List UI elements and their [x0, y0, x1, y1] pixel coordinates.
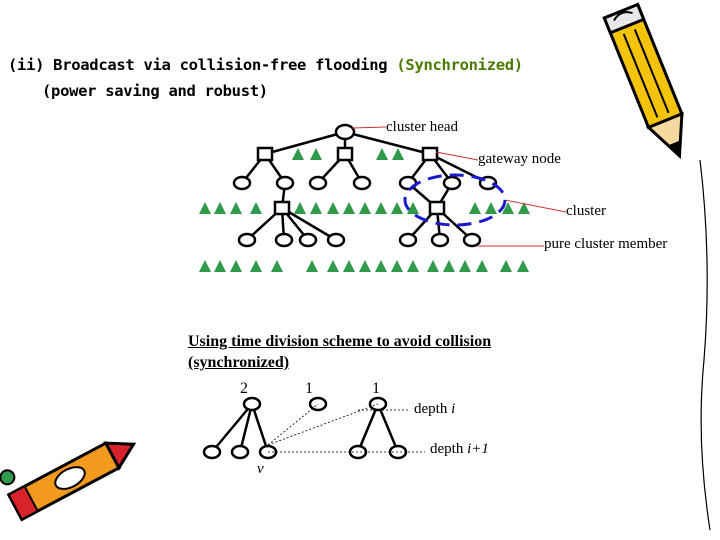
leaf-triangle — [502, 202, 514, 214]
slot-label-2: 2 — [240, 380, 248, 397]
slot-label-1b: 1 — [372, 380, 380, 397]
leaf-triangle — [327, 260, 339, 272]
depth-i-node — [242, 396, 262, 412]
leaf-triangle — [391, 202, 403, 214]
title-subtitle: (power saving and robust) — [42, 82, 268, 100]
leaf-triangle — [359, 202, 371, 214]
label-pointer — [351, 126, 387, 129]
label-cluster-head: cluster head — [386, 119, 459, 135]
cluster-head-node — [334, 123, 356, 141]
scheme-edge — [356, 403, 380, 453]
depth-i1-node — [202, 444, 222, 460]
crayon-icon — [0, 441, 137, 522]
tree-edge — [281, 206, 337, 242]
leaf-triangle — [199, 202, 211, 214]
leaf-triangle — [407, 260, 419, 272]
leaf-triangle — [376, 148, 388, 160]
leaf-triangle — [469, 202, 481, 214]
leaf-triangle — [343, 202, 355, 214]
label-depth-i-plus-1: depth i+1 — [430, 441, 489, 457]
leaf-triangle — [427, 260, 439, 272]
tree-edge — [344, 130, 431, 156]
leaf-triangle — [230, 260, 242, 272]
leaf-triangle — [391, 260, 403, 272]
member-node — [298, 232, 318, 248]
leaf-triangle — [250, 260, 262, 272]
gateway-node — [336, 146, 354, 162]
title-highlight: (Synchronized) — [396, 56, 523, 74]
label-depth-i: depth i — [414, 401, 456, 417]
leaf-triangle — [214, 202, 226, 214]
slot-label-1a: 1 — [305, 380, 313, 397]
leaf-triangle — [250, 202, 262, 214]
scheme-edge — [376, 403, 400, 453]
member-node — [398, 232, 418, 248]
leaf-triangle — [485, 202, 497, 214]
leaf-triangle — [407, 202, 419, 214]
member-node — [352, 175, 372, 191]
label-pointer — [504, 199, 567, 213]
member-node — [308, 175, 328, 191]
leaf-triangle — [310, 148, 322, 160]
leaf-triangle — [230, 202, 242, 214]
leaf-triangle — [306, 260, 318, 272]
gateway-node — [421, 146, 439, 162]
leaf-triangle — [199, 260, 211, 272]
label-pure-cluster-member: pure cluster member — [544, 236, 668, 252]
member-node — [462, 232, 482, 248]
slot-dashed-links — [267, 403, 425, 453]
label-node-v: v — [257, 461, 264, 477]
note-line-1: Using time division scheme to avoid coll… — [188, 333, 492, 350]
scheme-edge — [211, 403, 253, 453]
member-node — [442, 175, 462, 191]
cluster-ellipse — [403, 173, 507, 227]
leaf-triangle — [443, 260, 455, 272]
pencil-trail-decoration — [699, 159, 711, 531]
label-cluster: cluster — [566, 203, 606, 219]
slide-title: (ii) Broadcast via collision-free floodi… — [8, 52, 608, 104]
leaf-triangle — [518, 202, 530, 214]
leaf-triangle — [294, 202, 306, 214]
tree-edge — [264, 130, 346, 156]
leaf-triangle — [500, 260, 512, 272]
member-node — [326, 232, 346, 248]
leaf-triangle — [517, 260, 529, 272]
label-gateway-node: gateway node — [478, 151, 561, 167]
leaf-triangle — [271, 260, 283, 272]
gateway-node — [256, 146, 274, 162]
scheme-edge — [250, 403, 270, 453]
member-node — [232, 175, 252, 191]
leaf-triangle — [375, 260, 387, 272]
leaf-triangle — [375, 202, 387, 214]
leaf-triangle — [310, 202, 322, 214]
title-text: (ii) Broadcast via collision-free floodi… — [8, 56, 397, 74]
leaf-triangle — [359, 260, 371, 272]
leaf-triangle — [292, 148, 304, 160]
leaf-triangle — [327, 202, 339, 214]
member-node — [274, 232, 294, 248]
depth-i1-node — [230, 444, 250, 460]
member-node — [430, 232, 450, 248]
leaf-triangle — [392, 148, 404, 160]
leaf-triangle — [343, 260, 355, 272]
scheme-edge — [238, 403, 254, 453]
time-division-note: Using time division scheme to avoid coll… — [188, 331, 588, 373]
leaf-triangle — [459, 260, 471, 272]
gateway-node — [273, 200, 291, 216]
label-pointer — [435, 151, 479, 161]
pencil-icon — [602, 2, 684, 160]
member-node — [237, 232, 257, 248]
leaf-triangle — [476, 260, 488, 272]
gateway-node — [428, 200, 446, 216]
leaf-triangle — [214, 260, 226, 272]
note-line-2: (synchronized) — [188, 354, 290, 371]
member-node — [275, 175, 295, 191]
